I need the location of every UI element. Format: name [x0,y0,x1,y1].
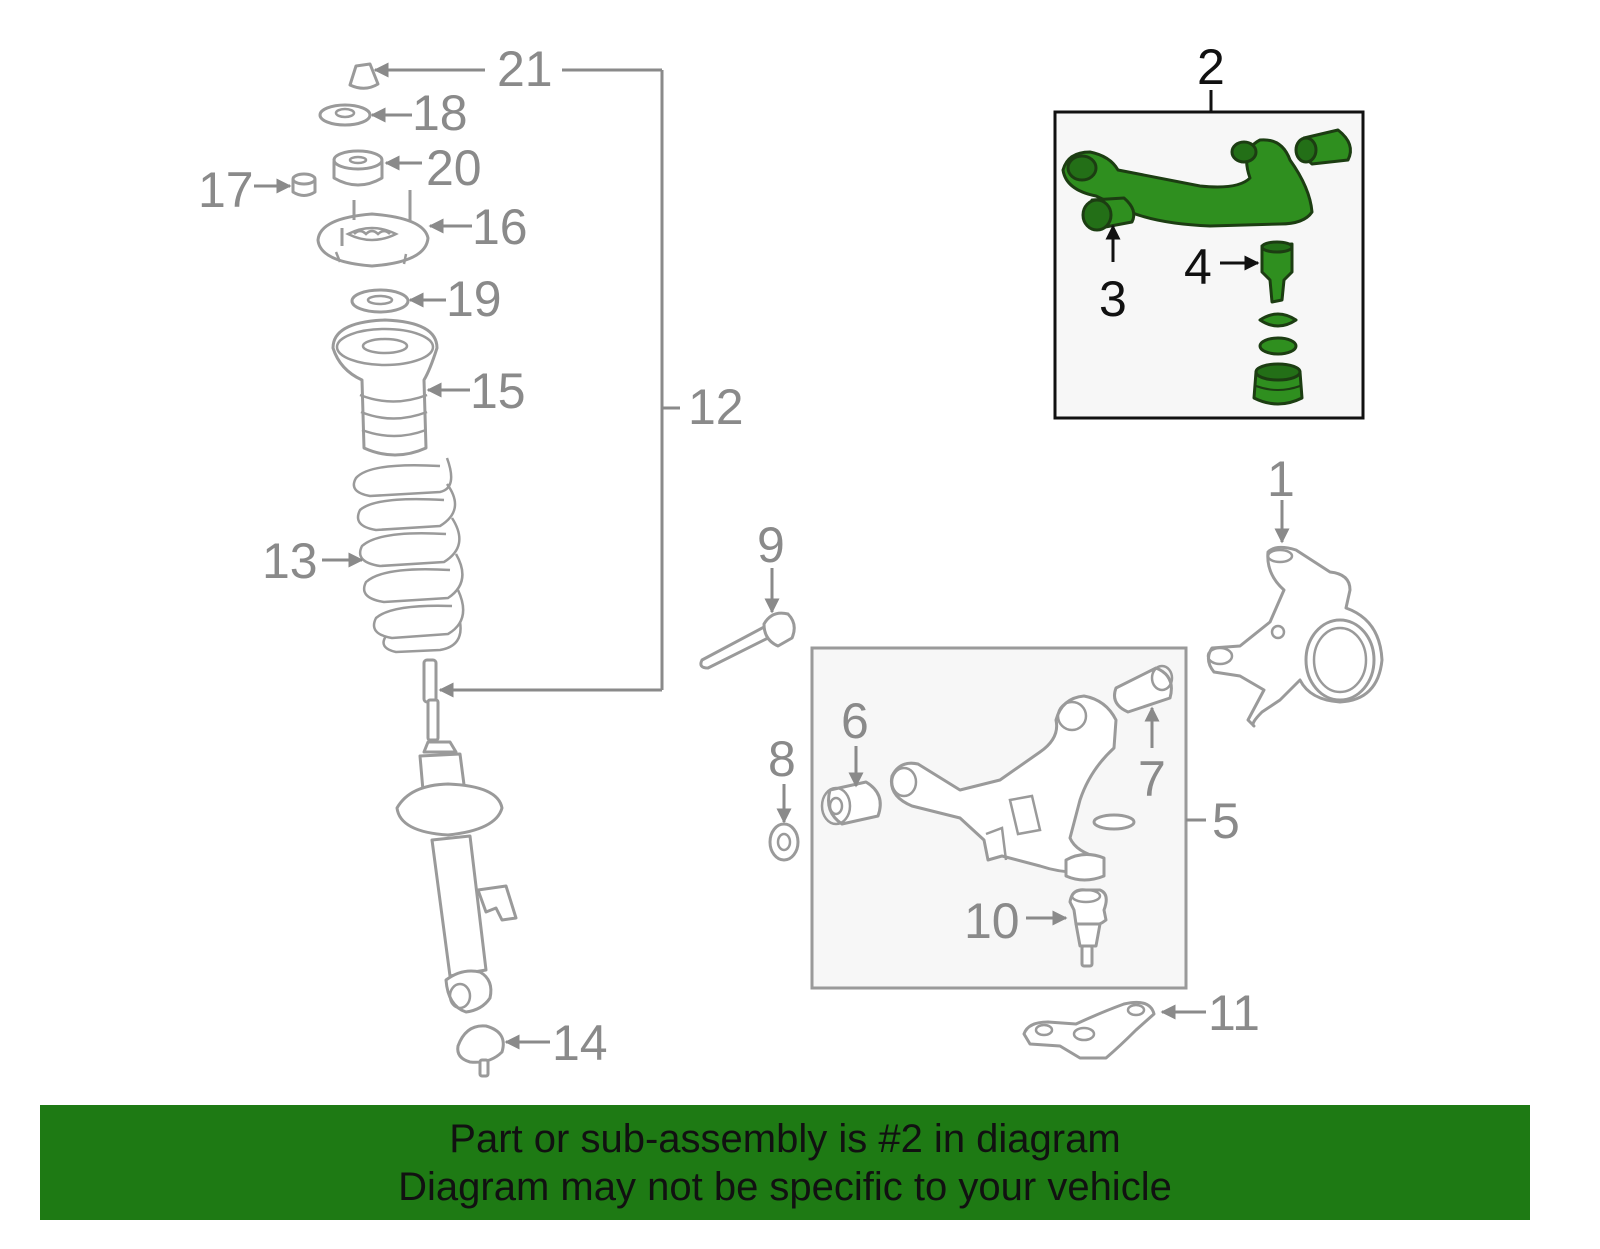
callout-18: 18 [412,85,468,141]
callout-14: 14 [552,1015,608,1071]
callout-1: 1 [1267,451,1295,507]
part-11-bracket [1022,1000,1206,1060]
part-18-washer [318,103,372,127]
callout-17: 17 [198,162,254,218]
callout-15: 15 [470,363,526,419]
part-1-knuckle [1206,500,1384,728]
part-16-mount [316,190,430,268]
highlight-box-2 [1053,90,1365,420]
part-14-ball [456,1024,505,1078]
callout-11: 11 [1208,985,1260,1041]
callout-12: 12 [688,379,744,435]
callout-21: 21 [497,41,553,97]
part-8-washer [768,784,800,862]
part-21-cap [348,62,380,90]
part-20-bushing [332,149,384,187]
part-19-seat [350,288,410,314]
callout-lines-strut [254,62,680,1050]
callout-2: 2 [1197,39,1225,95]
part-17-nut [291,172,317,197]
callout-10: 10 [964,893,1020,949]
callout-8: 8 [768,731,796,787]
banner-line-2: Diagram may not be specific to your vehi… [398,1164,1172,1209]
banner-line-1: Part or sub-assembly is #2 in diagram [449,1116,1121,1161]
part-9-bolt [699,568,796,670]
callout-13: 13 [262,533,318,589]
callout-3: 3 [1099,271,1127,327]
lower-arm-box-5 [810,646,1206,990]
callout-20: 20 [426,140,482,196]
part-strut-absorber [395,658,518,1014]
info-banner: Part or sub-assembly is #2 in diagram Di… [40,1105,1530,1220]
callout-19: 19 [446,271,502,327]
callout-4: 4 [1184,239,1212,295]
callout-9: 9 [757,517,785,573]
callout-5: 5 [1212,793,1240,849]
part-13-spring [352,457,465,654]
part-15-boot [331,318,439,457]
callout-16: 16 [472,199,528,255]
callout-7: 7 [1138,751,1166,807]
callout-6: 6 [841,693,869,749]
